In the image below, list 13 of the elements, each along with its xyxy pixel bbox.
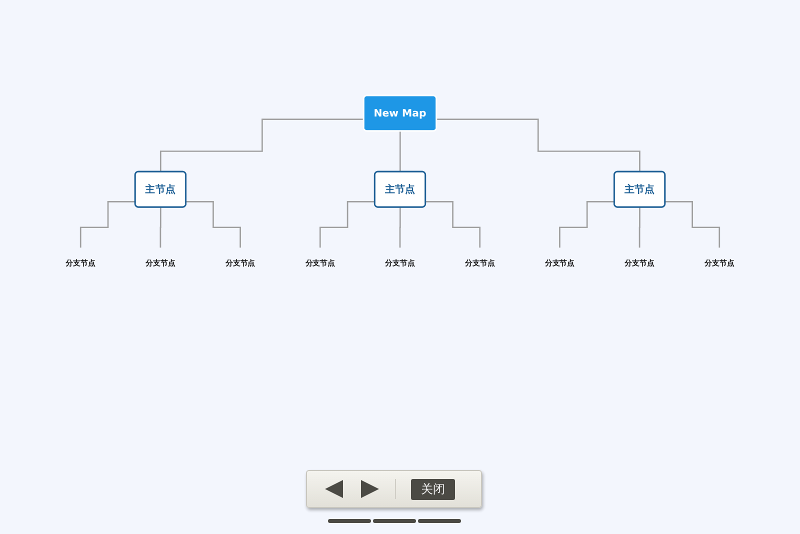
connector <box>665 201 720 248</box>
connector <box>436 118 641 173</box>
connector <box>399 206 402 248</box>
connector <box>160 118 364 173</box>
connector <box>186 201 241 248</box>
connector <box>400 130 402 173</box>
close-button: 关闭 <box>411 479 455 500</box>
connector <box>319 201 375 248</box>
connector <box>638 206 641 248</box>
connector <box>80 201 136 248</box>
connector <box>559 201 614 248</box>
connector <box>426 201 481 248</box>
connector <box>160 206 162 248</box>
